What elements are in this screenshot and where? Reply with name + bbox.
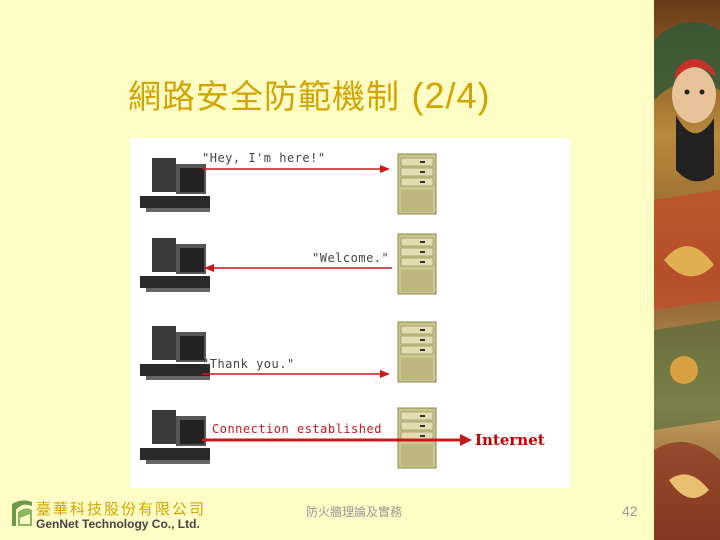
server-icon [397, 233, 437, 295]
company-logo-icon [12, 500, 32, 526]
footer-course-title: 防火牆理論及實務 [306, 505, 403, 519]
slide-title: 網路安全防範機制 (2/4) [128, 70, 491, 118]
arrow-left-2 [204, 264, 392, 272]
client-computer-icon [140, 238, 210, 292]
title-part-number: (2/4) [411, 75, 491, 116]
company-name-chinese: 臺華科技股份有限公司 [36, 500, 207, 518]
server-icon [397, 153, 437, 215]
message-4: Connection established [212, 422, 382, 436]
client-computer-icon [140, 326, 210, 380]
connection-line [202, 434, 472, 446]
title-text: 網路安全防範機制 [128, 77, 400, 116]
server-icon [397, 321, 437, 383]
client-computer-icon [140, 410, 210, 464]
decorative-artwork-image [654, 0, 720, 540]
internet-label: Internet [475, 431, 545, 449]
client-computer-icon [140, 158, 210, 212]
arrow-right-1 [202, 165, 390, 173]
page-number: 42 [622, 503, 638, 519]
arrow-right-3 [202, 370, 390, 378]
server-icon [397, 407, 437, 469]
handshake-diagram: "Hey, I'm here!" "Welcome." "Thank you." [130, 138, 570, 488]
message-3: "Thank you." [202, 357, 295, 371]
message-2: "Welcome." [312, 251, 389, 265]
company-name-english: GenNet Technology Co., Ltd. [36, 517, 200, 531]
message-1: "Hey, I'm here!" [202, 151, 326, 165]
